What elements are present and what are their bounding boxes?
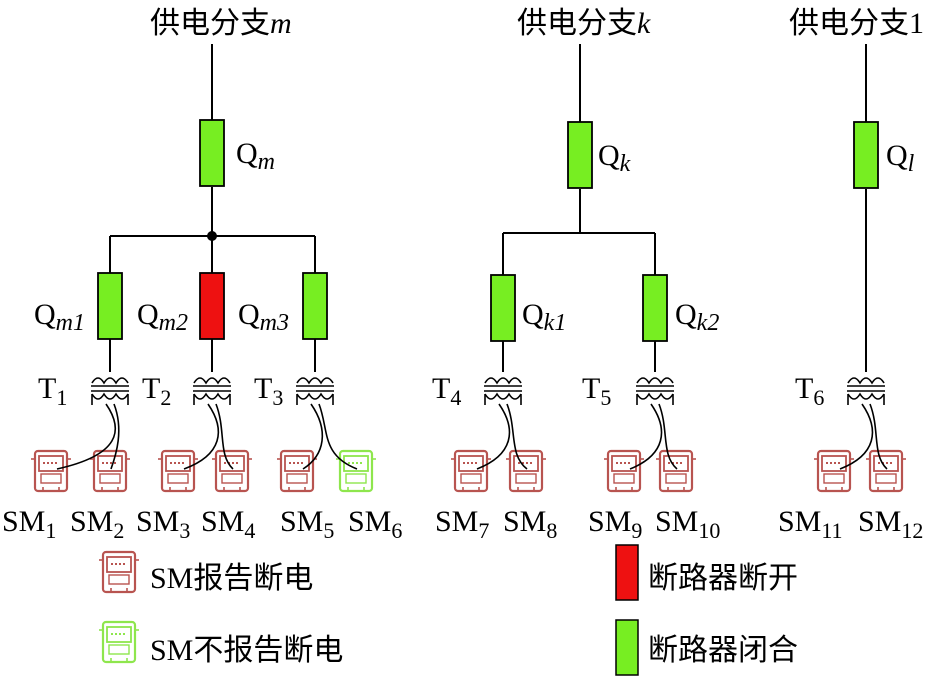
meter-SM4 <box>212 449 252 493</box>
meter-SM1 <box>31 449 71 493</box>
meter-label-SM5: SM5 <box>280 505 334 543</box>
legend-meter-report-label: SM报告断电 <box>150 562 313 595</box>
meter-label-SM4: SM4 <box>201 505 255 543</box>
meter-SM7 <box>451 449 491 493</box>
legend-meter-noreport-label: SM不报告断电 <box>150 634 343 667</box>
breaker-label-Qm2: Qm2 <box>137 298 188 336</box>
breaker-label-Qm1: Qm1 <box>34 298 85 336</box>
breaker-label-Qm3: Qm3 <box>238 298 289 336</box>
meter-SM6 <box>336 449 376 493</box>
legend-meter-report-glyph <box>99 550 139 594</box>
breaker-label-Qm: Qm <box>236 137 275 175</box>
branch-title-k: 供电分支k <box>517 7 651 40</box>
meter-SM3 <box>158 449 198 493</box>
meter-SM2 <box>90 449 130 493</box>
legend-meter-noreport-icon <box>99 620 139 664</box>
transformer-T6 <box>847 377 885 405</box>
transformer-T4 <box>484 377 522 405</box>
legend-meter-report-icon <box>99 550 139 594</box>
transformer-label-T5: T5 <box>582 372 611 410</box>
breaker-label-Qk1: Qk1 <box>522 298 566 336</box>
breaker-Ql <box>853 121 879 189</box>
meter-SM5 <box>277 449 317 493</box>
branch-title-l: 供电分支1 <box>789 7 924 40</box>
meter-SM9 <box>604 449 644 493</box>
secondary-wires <box>56 403 888 470</box>
breaker-Qm3 <box>302 272 328 340</box>
transformer-label-T3: T3 <box>254 372 283 410</box>
transformer-label-T6: T6 <box>795 372 824 410</box>
transformer-T2 <box>193 377 231 405</box>
junction-dot <box>207 231 217 241</box>
legend-breaker-open-label: 断路器断开 <box>648 562 798 595</box>
legend-meter-noreport-glyph <box>99 620 139 664</box>
transformer-label-T4: T4 <box>432 372 461 410</box>
transformer-T5 <box>636 377 674 405</box>
meter-SM11 <box>814 449 854 493</box>
meter-label-SM7: SM7 <box>435 505 489 543</box>
breaker-label-Qk: Qk <box>598 139 631 177</box>
breaker-Qk2 <box>642 274 668 342</box>
breaker-Qk1 <box>490 274 516 342</box>
branch-title-m: 供电分支m <box>150 7 292 40</box>
meter-SM12 <box>866 449 906 493</box>
transformers: T1 T2 T3 T4 T5 T6 <box>38 372 885 410</box>
meter-label-SM2: SM2 <box>70 505 124 543</box>
meter-label-SM11: SM11 <box>778 505 843 543</box>
meter-SM8 <box>506 449 546 493</box>
meter-label-SM12: SM12 <box>858 505 923 543</box>
meter-SM10 <box>656 449 696 493</box>
legend: SM报告断电 SM不报告断电 断路器断开 断路器闭合 <box>99 544 798 676</box>
meter-label-SM6: SM6 <box>348 505 402 543</box>
breaker-label-Ql: Ql <box>886 139 915 177</box>
breaker-Qm2 <box>199 272 225 340</box>
meter-label-SM3: SM3 <box>136 505 190 543</box>
transformer-T3 <box>296 377 334 405</box>
transformer-label-T1: T1 <box>38 372 67 410</box>
legend-breaker-open-icon <box>615 544 639 601</box>
meter-label-SM8: SM8 <box>503 505 557 543</box>
legend-breaker-closed-label: 断路器闭合 <box>648 634 798 667</box>
breaker-Qm1 <box>97 272 123 340</box>
wires <box>109 44 867 372</box>
breaker-label-Qk2: Qk2 <box>675 298 719 336</box>
meters: SM1 SM2 SM3 SM4 SM5 SM6 SM7 SM8 SM9 SM10 SM11 SM12 <box>2 449 923 543</box>
breaker-Qm <box>199 119 225 187</box>
meter-label-SM10: SM10 <box>655 505 720 543</box>
meter-label-SM9: SM9 <box>588 505 642 543</box>
transformer-T1 <box>91 377 129 405</box>
breaker-Qk <box>567 121 593 189</box>
meter-label-SM1: SM1 <box>2 505 56 543</box>
transformer-label-T2: T2 <box>142 372 171 410</box>
legend-breaker-closed-icon <box>615 619 639 676</box>
